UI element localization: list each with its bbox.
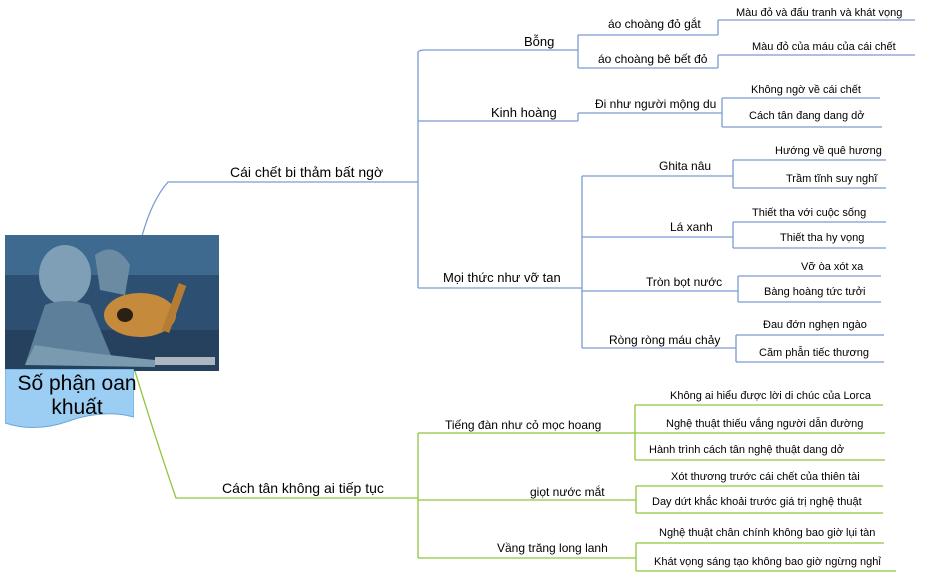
node-label: áo choàng đỏ gắt xyxy=(608,17,701,31)
leaf-label: Căm phẫn tiếc thương xyxy=(759,347,869,359)
leaf-label: Không ai hiểu được lời di chúc của Lorca xyxy=(670,390,871,402)
sub-branch-label: Bỗng xyxy=(524,34,555,49)
leaf-label: Trầm tĩnh suy nghĩ xyxy=(786,173,878,185)
leaf-label: Hành trình cách tân nghệ thuật dang dở xyxy=(649,444,844,456)
branch-label: Cách tân không ai tiếp tục xyxy=(222,480,384,496)
bottom-branch-lines xyxy=(133,367,896,572)
leaf-label: Đau đớn nghẹn ngào xyxy=(763,319,867,331)
leaf-label: Cách tân đang dang dở xyxy=(749,110,865,122)
leaf-label: Nghệ thuật thiếu vắng người dẫn đường xyxy=(666,418,864,430)
branch-label: Cái chết bi thảm bất ngờ xyxy=(230,164,384,180)
leaf-label: Vỡ òa xót xa xyxy=(801,261,864,273)
leaf-label: Không ngờ về cái chết xyxy=(751,84,861,96)
leaf-label: Màu đỏ và đấu tranh và khát vọng xyxy=(736,7,903,19)
node-label: Lá xanh xyxy=(670,220,713,234)
sub-branch-label: Tiếng đàn như cỏ mọc hoang xyxy=(445,418,602,432)
sub-branch-label: Vầng trăng long lanh xyxy=(497,541,608,555)
leaf-label: Thiết tha với cuộc sống xyxy=(752,207,867,219)
node-label: Tròn bọt nước xyxy=(646,275,723,289)
root-image-painting xyxy=(5,235,219,371)
leaf-label: Thiết tha hy vọng xyxy=(780,232,865,244)
node-label: áo choàng bê bết đỏ xyxy=(598,52,708,66)
sub-branch-label: Mọi thức như vỡ tan xyxy=(443,270,561,285)
leaf-label: Xót thương trước cái chết của thiên tài xyxy=(671,471,860,483)
leaf-label: Nghệ thuật chân chính không bao giờ lụi … xyxy=(659,527,876,539)
leaf-label: Khát vọng sáng tạo không bao giờ ngừng n… xyxy=(654,556,881,568)
node-label: Ghita nâu xyxy=(659,159,712,173)
top-branch-lines xyxy=(141,19,915,363)
sub-branch-label: Kinh hoàng xyxy=(491,105,557,120)
leaf-label: Day dứt khắc khoải trước giá trị nghệ th… xyxy=(652,496,862,508)
sub-branch-label: giọt nước mắt xyxy=(530,485,605,499)
root-label-shape xyxy=(5,369,134,429)
leaf-label: Màu đỏ của máu của cái chết xyxy=(752,41,896,53)
root-title: Số phận oan khuất xyxy=(17,372,137,419)
leaf-label: Bàng hoàng tức tưởi xyxy=(764,286,866,298)
node-label: Ròng ròng máu chảy xyxy=(609,333,721,347)
leaf-label: Hướng về quê hương xyxy=(775,145,882,157)
node-label: Đi như người mộng du xyxy=(595,97,717,111)
